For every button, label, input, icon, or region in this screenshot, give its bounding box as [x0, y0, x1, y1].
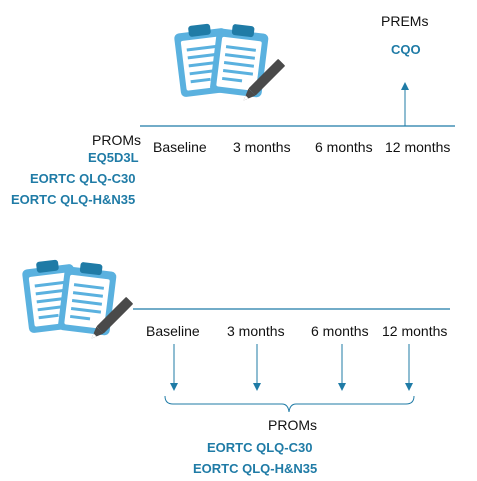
bottom-timepoint-baseline: Baseline — [146, 323, 200, 339]
top-proms-label: PROMs — [92, 132, 141, 148]
bottom-proms-label: PROMs — [268, 417, 317, 433]
arrowhead-6-months — [338, 383, 346, 391]
bottom-timepoint-6-months: 6 months — [311, 323, 369, 339]
top-timepoint-3-months: 3 months — [233, 139, 291, 155]
top-timepoint-6-months: 6 months — [315, 139, 373, 155]
top-prems-item: CQO — [391, 42, 421, 57]
bottom-timepoint-arrows — [170, 344, 413, 391]
top-timepoint-12-months: 12 months — [385, 139, 451, 155]
top-proms-item-qlq-c30: EORTC QLQ-C30 — [30, 171, 136, 186]
bottom-proms-item-qlq-c30: EORTC QLQ-C30 — [207, 440, 313, 455]
arrowhead-12-months — [405, 383, 413, 391]
top-clipboard-pencil-icon — [173, 21, 286, 105]
top-prems-label: PREMs — [381, 13, 429, 29]
top-prems-arrowhead — [401, 82, 409, 90]
bottom-proms-item-qlq-hn35: EORTC QLQ-H&N35 — [193, 461, 318, 476]
arrowhead-baseline — [170, 383, 178, 391]
top-timepoint-baseline: Baseline — [153, 139, 207, 155]
arrowhead-3-months — [253, 383, 261, 391]
bottom-timepoint-12-months: 12 months — [382, 323, 448, 339]
bottom-clipboard-pencil-icon — [21, 257, 134, 343]
top-proms-item-eq5d3l: EQ5D3L — [88, 150, 139, 165]
proms-bracket — [164, 395, 415, 413]
top-proms-item-qlq-hn35: EORTC QLQ-H&N35 — [11, 192, 136, 207]
bottom-timepoint-3-months: 3 months — [227, 323, 285, 339]
